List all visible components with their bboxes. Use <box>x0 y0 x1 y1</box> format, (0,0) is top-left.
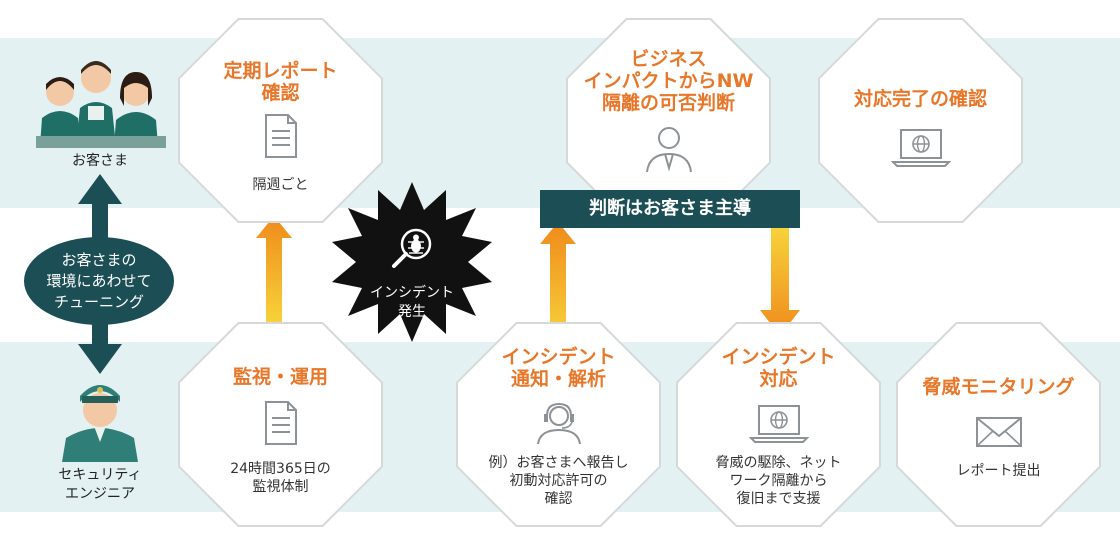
customers-icon <box>36 61 166 148</box>
customer-label: お客さま <box>72 153 128 169</box>
step-title: 脅威モニタリング <box>922 376 1075 398</box>
step-title: インシデント 対応 <box>721 346 836 390</box>
step-desc: レポート提出 <box>956 463 1041 479</box>
step-desc: 隔週ごと <box>252 177 309 193</box>
arrow-up-monitoring-to-report <box>256 216 292 322</box>
incident-burst <box>332 182 492 342</box>
step-desc: 脅威の駆除、ネット ワーク隔離から 復旧まで支援 <box>715 455 842 507</box>
step-incident-notification: インシデント 通知・解析 例）お客さまへ報告し 初動対応許可の 確認 <box>456 322 661 527</box>
laptop-globe-icon <box>890 129 951 167</box>
step-title: 対応完了の確認 <box>853 88 987 110</box>
step-isolation-judgement: ビジネス インパクトからNW 隔離の可否判断 <box>566 18 771 223</box>
step-desc: 24時間365日の 監視体制 <box>230 461 331 495</box>
document-icon <box>264 114 297 158</box>
step-incident-response: インシデント 対応 脅威の駆除、ネット ワーク隔離から 復旧まで支援 <box>676 322 881 527</box>
businessperson-icon <box>645 127 692 173</box>
laptop-globe-icon <box>748 405 809 443</box>
tuning-ellipse: お客さまの 環境にあわせて チューニング <box>24 237 174 325</box>
step-title: 監視・運用 <box>232 366 328 388</box>
step-title: ビジネス インパクトからNW 隔離の可否判断 <box>583 48 754 114</box>
security-engineer-icon <box>62 385 138 462</box>
step-title: 定期レポート 確認 <box>223 60 338 104</box>
arrow-up-notification-to-decision <box>540 222 576 340</box>
headset-operator-icon <box>536 402 581 445</box>
step-periodic-report: 定期レポート 確認 隔週ごと <box>178 18 383 223</box>
step-monitoring: 監視・運用 24時間365日の 監視体制 <box>178 322 383 527</box>
step-threat-monitoring: 脅威モニタリング レポート提出 <box>896 322 1101 527</box>
document-icon <box>264 401 297 445</box>
incident-label: インシデント 発生 <box>370 285 454 320</box>
bug-magnifier-icon <box>392 228 432 268</box>
arrow-down-decision-to-response <box>760 228 800 336</box>
step-desc: 例）お客さまへ報告し 初動対応許可の 確認 <box>488 455 629 507</box>
step-completion-check: 対応完了の確認 <box>818 18 1023 223</box>
step-title: インシデント 通知・解析 <box>501 346 616 390</box>
engineer-label: セキュリティ エンジニア <box>58 467 142 502</box>
decision-banner: 判断はお客さま主導 <box>540 190 800 228</box>
envelope-icon <box>975 417 1022 447</box>
